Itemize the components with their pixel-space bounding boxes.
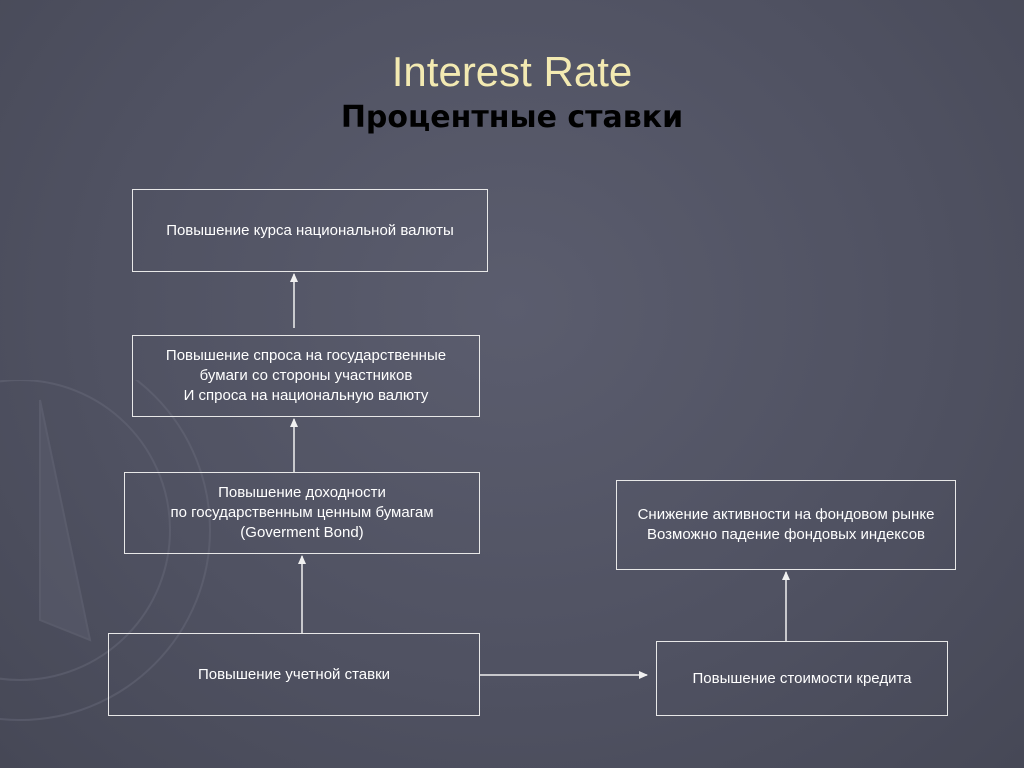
credit-cost-rise-box: Повышение стоимости кредита <box>656 641 948 716</box>
demand-rise-box: Повышение спроса на государственные бума… <box>132 335 480 417</box>
discount-rate-rise-box: Повышение учетной ставки <box>108 633 480 716</box>
slide-subtitle: Процентные ставки <box>340 100 684 135</box>
compass-watermark-icon <box>0 380 211 721</box>
currency-rise-box: Повышение курса национальной валюты <box>132 189 488 272</box>
stock-activity-drop-box: Снижение активности на фондовом рынке Во… <box>616 480 956 570</box>
slide-title: Interest Rate <box>391 48 633 95</box>
yield-rise-box: Повышение доходности по государственным … <box>124 472 480 554</box>
